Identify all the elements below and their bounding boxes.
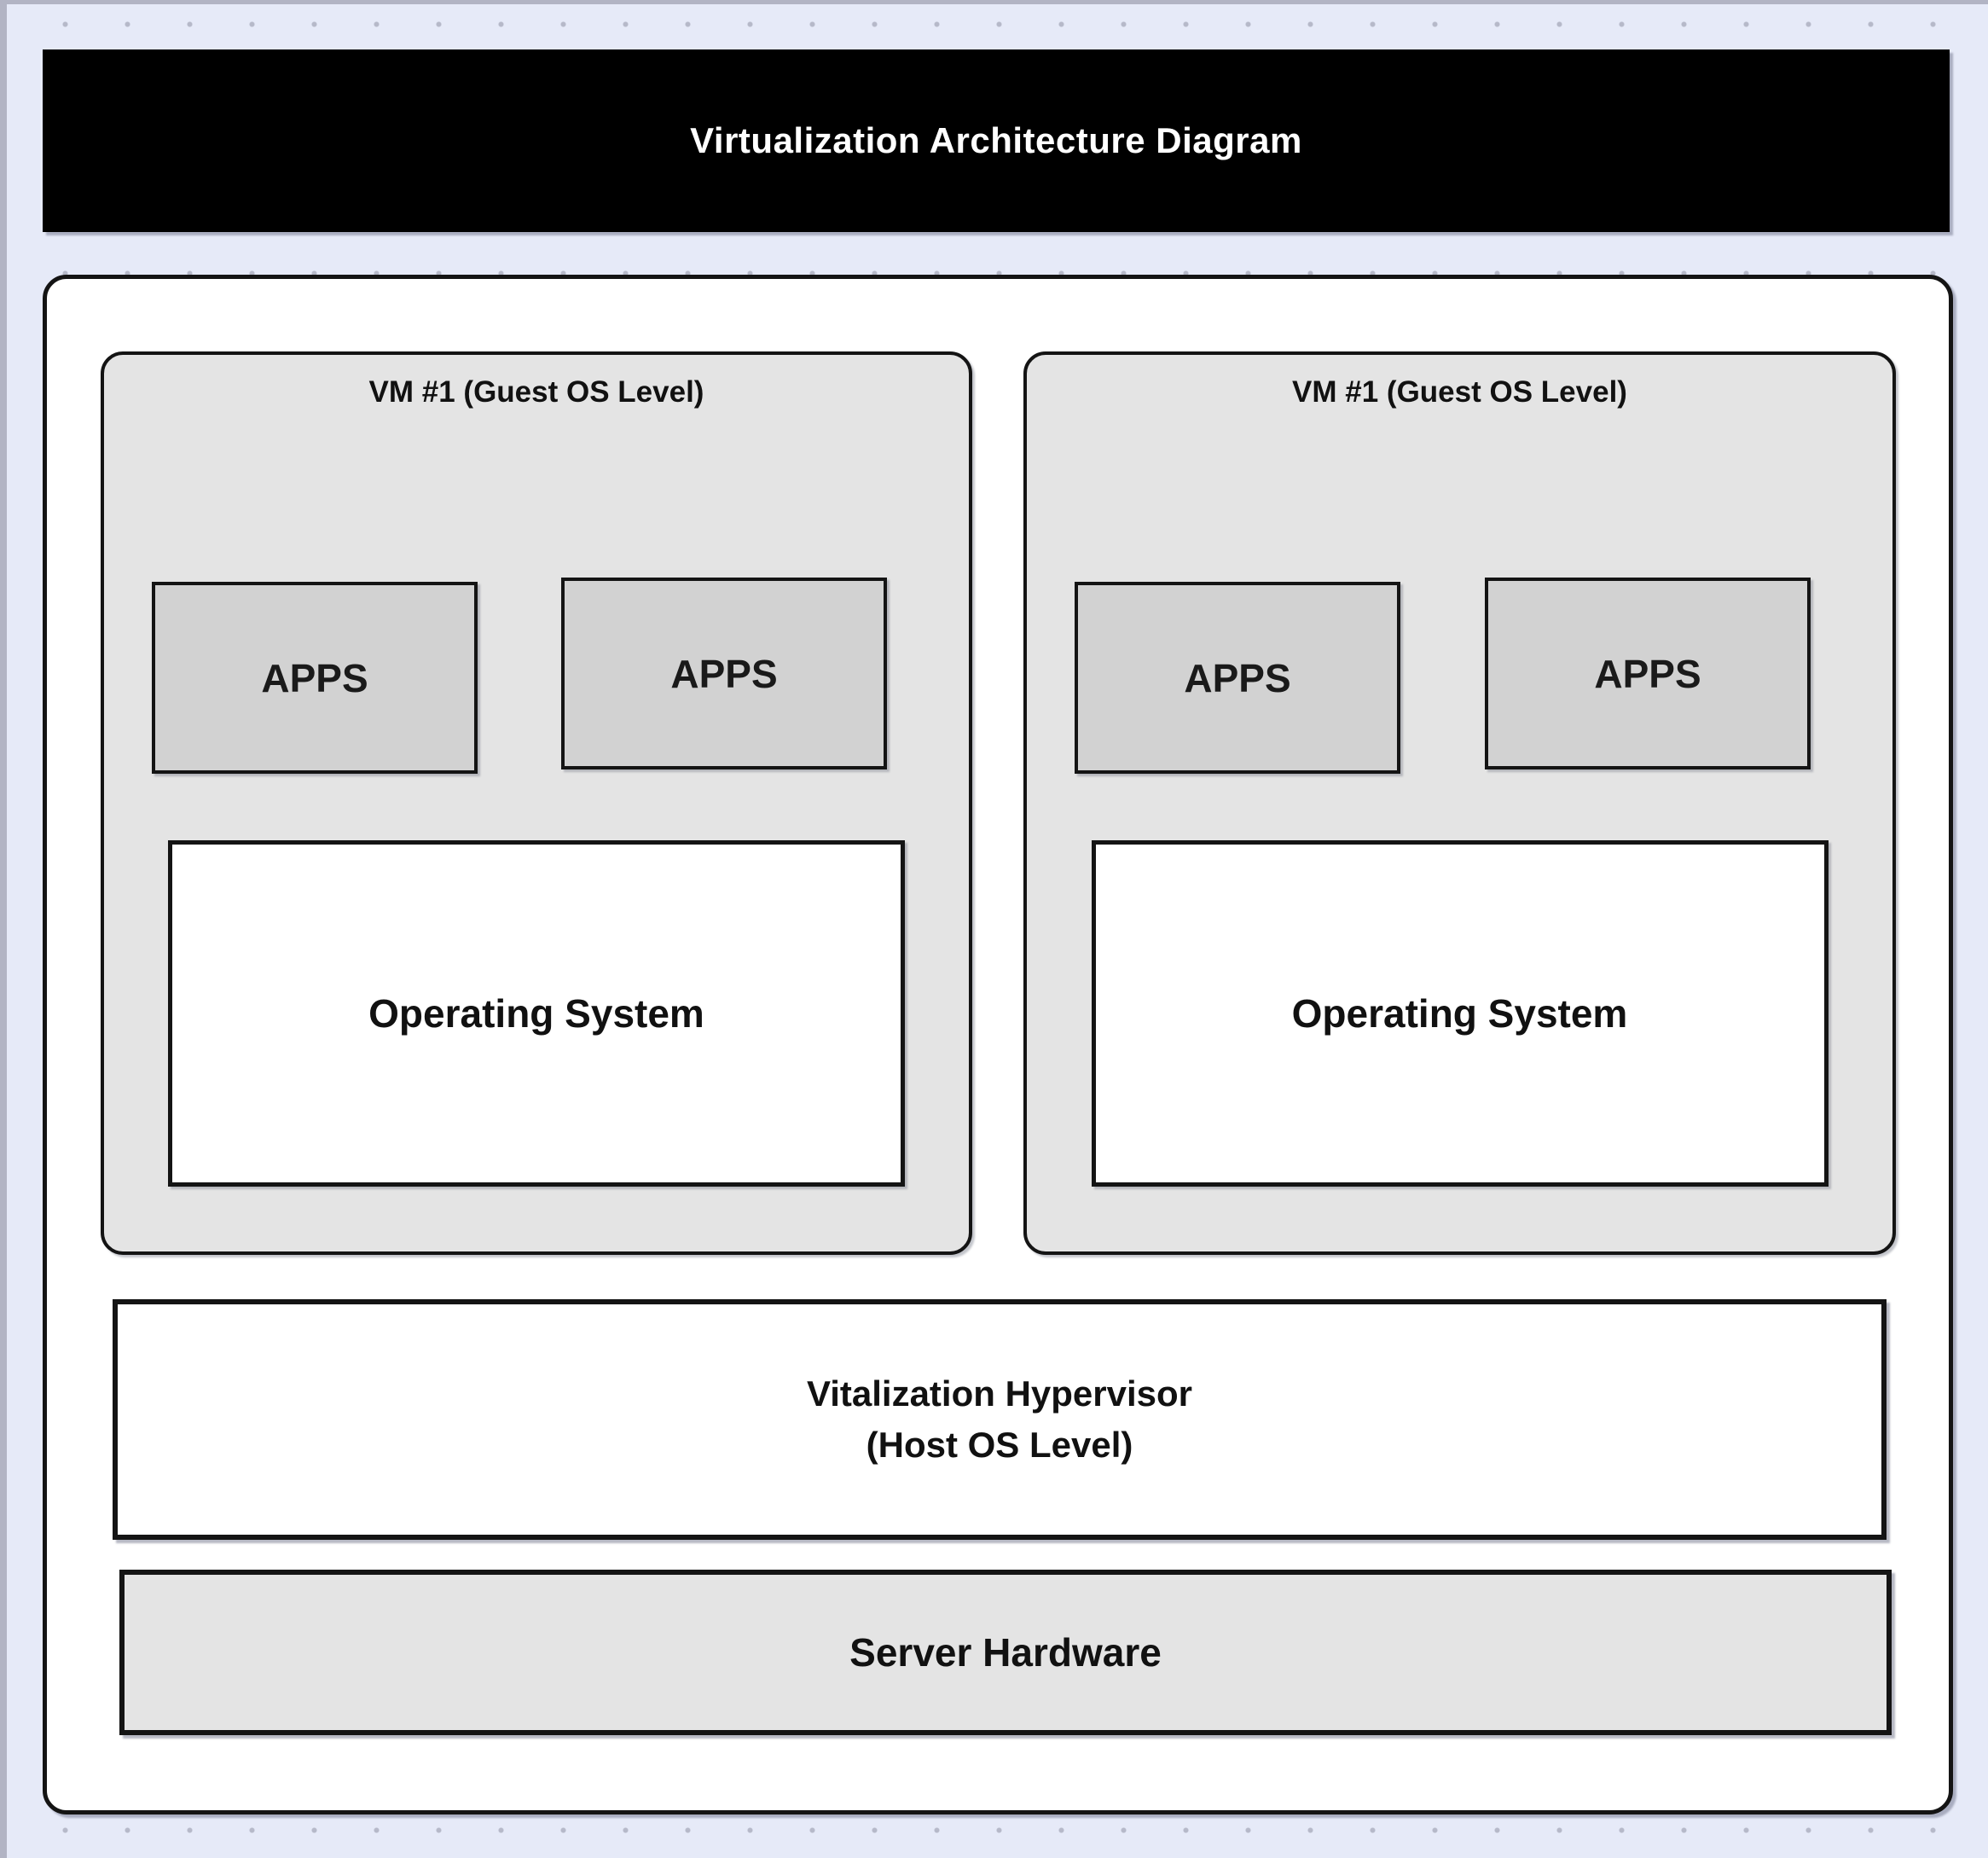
vm-box-2: VM #1 (Guest OS Level) APPS APPS Operati… xyxy=(1023,351,1896,1255)
canvas-edge-top xyxy=(0,0,1988,4)
server-hardware-box: Server Hardware xyxy=(119,1570,1892,1735)
vm-box-1: VM #1 (Guest OS Level) APPS APPS Operati… xyxy=(101,351,972,1255)
canvas-edge-left xyxy=(0,0,7,1858)
diagram-title-bar: Virtualization Architecture Diagram xyxy=(43,49,1950,232)
vm-2-apps-1-label: APPS xyxy=(1184,655,1291,700)
vm-1-apps-row: APPS APPS xyxy=(152,578,887,774)
hypervisor-label-line1: Vitalization Hypervisor xyxy=(806,1373,1193,1414)
hypervisor-box: Vitalization Hypervisor (Host OS Level) xyxy=(113,1299,1887,1540)
vm-1-apps-box-2: APPS xyxy=(561,578,887,769)
vm-2-apps-row: APPS APPS xyxy=(1075,578,1811,774)
diagram-title: Virtualization Architecture Diagram xyxy=(690,120,1302,160)
host-container-box: VM #1 (Guest OS Level) APPS APPS Operati… xyxy=(43,275,1953,1814)
vm-1-os-box: Operating System xyxy=(168,840,905,1187)
vm-1-apps-1-label: APPS xyxy=(261,655,368,700)
vm-2-label: VM #1 (Guest OS Level) xyxy=(1292,375,1627,409)
vm-1-label: VM #1 (Guest OS Level) xyxy=(368,375,704,409)
server-hardware-label: Server Hardware xyxy=(849,1630,1162,1675)
vm-1-os-label: Operating System xyxy=(368,991,704,1036)
vm-1-apps-box-1: APPS xyxy=(152,582,478,774)
vm-2-apps-box-1: APPS xyxy=(1075,582,1400,774)
vm-2-os-label: Operating System xyxy=(1291,991,1628,1036)
vm-2-apps-2-label: APPS xyxy=(1594,651,1701,696)
vm-2-apps-box-2: APPS xyxy=(1485,578,1811,769)
vm-1-apps-2-label: APPS xyxy=(670,651,778,696)
vm-2-os-box: Operating System xyxy=(1091,840,1829,1187)
hypervisor-label-line2: (Host OS Level) xyxy=(866,1425,1133,1465)
